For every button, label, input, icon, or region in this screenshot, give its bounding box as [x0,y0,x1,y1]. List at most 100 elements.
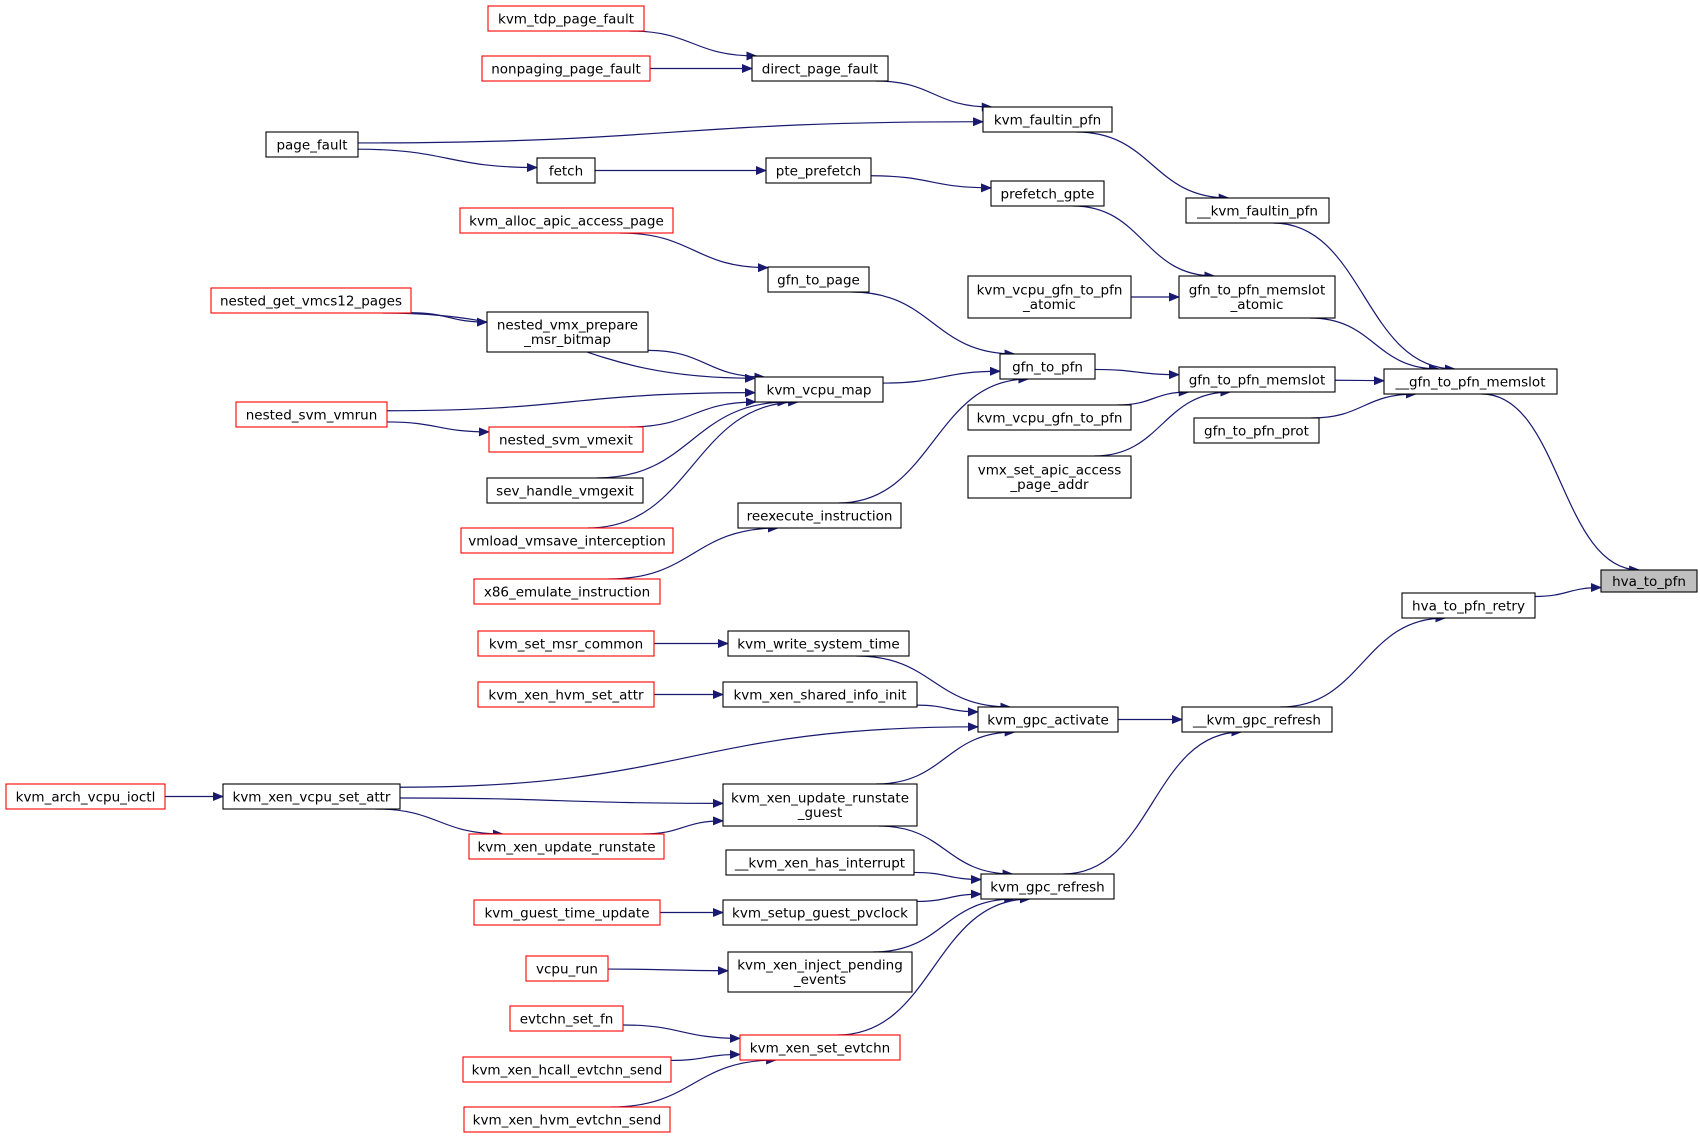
node-kvm_gpc_activate[interactable]: kvm_gpc_activate [977,706,1119,733]
node-box-kvm_xen_update_runstate[interactable] [468,833,665,860]
node-__kvm_gpc_refresh[interactable]: __kvm_gpc_refresh [1181,706,1333,733]
node-nested_vmx_prepare_msr_bitmap[interactable]: nested_vmx_prepare_msr_bitmap [486,311,649,353]
node-kvm_setup_guest_pvclock[interactable]: kvm_setup_guest_pvclock [722,899,918,926]
node-box-__kvm_xen_has_interrupt[interactable] [725,849,915,876]
node-kvm_xen_shared_info_init[interactable]: kvm_xen_shared_info_init [722,681,918,708]
node-box-nested_vmx_prepare_msr_bitmap[interactable] [486,311,649,353]
node-box-fetch[interactable] [536,157,596,184]
node-kvm_guest_time_update[interactable]: kvm_guest_time_update [473,899,661,926]
node-box-__kvm_gpc_refresh[interactable] [1181,706,1333,733]
node-kvm_arch_vcpu_ioctl[interactable]: kvm_arch_vcpu_ioctl [5,783,166,810]
node-kvm_tdp_page_fault[interactable]: kvm_tdp_page_fault [487,5,645,32]
node-kvm_write_system_time[interactable]: kvm_write_system_time [727,630,910,657]
node-box-kvm_write_system_time[interactable] [727,630,910,657]
node-box-x86_emulate_instruction[interactable] [473,578,661,605]
node-kvm_xen_hvm_evtchn_send[interactable]: kvm_xen_hvm_evtchn_send [463,1106,671,1133]
node-nested_svm_vmrun[interactable]: nested_svm_vmrun [235,401,388,428]
node-box-hva_to_pfn_retry[interactable] [1401,592,1536,619]
node-box-direct_page_fault[interactable] [751,55,889,82]
node-__gfn_to_pfn_memslot[interactable]: __gfn_to_pfn_memslot [1383,368,1558,395]
node-gfn_to_pfn_prot[interactable]: gfn_to_pfn_prot [1193,417,1320,444]
node-page_fault[interactable]: page_fault [265,131,359,158]
node-box-kvm_alloc_apic_access_page[interactable] [459,207,674,234]
node-box-evtchn_set_fn[interactable] [509,1005,624,1032]
node-box-kvm_xen_vcpu_set_attr[interactable] [222,783,401,810]
node-hva_to_pfn[interactable]: hva_to_pfn [1600,569,1698,593]
node-box-gfn_to_pfn_prot[interactable] [1193,417,1320,444]
node-box-kvm_gpc_refresh[interactable] [980,873,1115,900]
node-evtchn_set_fn[interactable]: evtchn_set_fn [509,1005,624,1032]
node-box-nested_svm_vmrun[interactable] [235,401,388,428]
node-box-kvm_faultin_pfn[interactable] [982,106,1113,133]
node-box-reexecute_instruction[interactable] [737,502,902,529]
node-reexecute_instruction[interactable]: reexecute_instruction [737,502,902,529]
node-box-nonpaging_page_fault[interactable] [481,55,651,82]
node-box-kvm_xen_update_runstate_guest[interactable] [722,783,918,827]
node-box-kvm_setup_guest_pvclock[interactable] [722,899,918,926]
node-kvm_xen_vcpu_set_attr[interactable]: kvm_xen_vcpu_set_attr [222,783,401,810]
node-box-kvm_xen_set_evtchn[interactable] [739,1034,901,1061]
node-box-kvm_xen_hcall_evtchn_send[interactable] [462,1056,672,1083]
node-hva_to_pfn_retry[interactable]: hva_to_pfn_retry [1401,592,1536,619]
node-gfn_to_pfn_memslot[interactable]: gfn_to_pfn_memslot [1178,366,1336,393]
node-box-kvm_tdp_page_fault[interactable] [487,5,645,32]
node-box-kvm_vcpu_gfn_to_pfn_atomic[interactable] [967,275,1132,319]
node-box-kvm_xen_hvm_evtchn_send[interactable] [463,1106,671,1133]
node-__kvm_faultin_pfn[interactable]: __kvm_faultin_pfn [1185,197,1330,224]
node-gfn_to_page[interactable]: gfn_to_page [767,266,870,293]
node-box-gfn_to_page[interactable] [767,266,870,293]
node-kvm_faultin_pfn[interactable]: kvm_faultin_pfn [982,106,1113,133]
node-kvm_vcpu_gfn_to_pfn[interactable]: kvm_vcpu_gfn_to_pfn [967,404,1132,431]
node-kvm_xen_hcall_evtchn_send[interactable]: kvm_xen_hcall_evtchn_send [462,1056,672,1083]
node-box-nested_get_vmcs12_pages[interactable] [210,287,412,314]
node-kvm_alloc_apic_access_page[interactable]: kvm_alloc_apic_access_page [459,207,674,234]
node-vmx_set_apic_access_page_addr[interactable]: vmx_set_apic_access_page_addr [967,455,1132,499]
node-gfn_to_pfn_memslot_atomic[interactable]: gfn_to_pfn_memslot_atomic [1178,275,1336,319]
node-box-kvm_xen_inject_pending_events[interactable] [727,951,913,993]
node-kvm_xen_update_runstate[interactable]: kvm_xen_update_runstate [468,833,665,860]
node-nested_get_vmcs12_pages[interactable]: nested_get_vmcs12_pages [210,287,412,314]
node-direct_page_fault[interactable]: direct_page_fault [751,55,889,82]
node-box-vcpu_run[interactable] [525,955,609,982]
node-x86_emulate_instruction[interactable]: x86_emulate_instruction [473,578,661,605]
node-box-kvm_set_msr_common[interactable] [477,630,655,657]
node-box-__kvm_faultin_pfn[interactable] [1185,197,1330,224]
node-box-kvm_xen_shared_info_init[interactable] [722,681,918,708]
node-box-prefetch_gpte[interactable] [990,180,1105,207]
node-box-nested_svm_vmexit[interactable] [488,426,644,453]
node-box-hva_to_pfn[interactable] [1600,569,1698,593]
node-pte_prefetch[interactable]: pte_prefetch [765,157,872,184]
node-prefetch_gpte[interactable]: prefetch_gpte [990,180,1105,207]
node-gfn_to_pfn[interactable]: gfn_to_pfn [999,353,1096,380]
node-box-gfn_to_pfn_memslot_atomic[interactable] [1178,275,1336,319]
node-kvm_xen_set_evtchn[interactable]: kvm_xen_set_evtchn [739,1034,901,1061]
node-sev_handle_vmgexit[interactable]: sev_handle_vmgexit [486,477,644,504]
node-kvm_xen_update_runstate_guest[interactable]: kvm_xen_update_runstate_guest [722,783,918,827]
node-box-gfn_to_pfn[interactable] [999,353,1096,380]
node-box-gfn_to_pfn_memslot[interactable] [1178,366,1336,393]
node-box-kvm_gpc_activate[interactable] [977,706,1119,733]
node-kvm_vcpu_gfn_to_pfn_atomic[interactable]: kvm_vcpu_gfn_to_pfn_atomic [967,275,1132,319]
node-box-vmx_set_apic_access_page_addr[interactable] [967,455,1132,499]
node-vcpu_run[interactable]: vcpu_run [525,955,609,982]
node-kvm_xen_hvm_set_attr[interactable]: kvm_xen_hvm_set_attr [477,681,655,708]
node-box-kvm_vcpu_map[interactable] [754,376,884,403]
node-box-vmload_vmsave_interception[interactable] [460,527,674,554]
node-kvm_set_msr_common[interactable]: kvm_set_msr_common [477,630,655,657]
node-nonpaging_page_fault[interactable]: nonpaging_page_fault [481,55,651,82]
node-box-sev_handle_vmgexit[interactable] [486,477,644,504]
node-box-kvm_vcpu_gfn_to_pfn[interactable] [967,404,1132,431]
node-__kvm_xen_has_interrupt[interactable]: __kvm_xen_has_interrupt [725,849,915,876]
node-nested_svm_vmexit[interactable]: nested_svm_vmexit [488,426,644,453]
node-box-pte_prefetch[interactable] [765,157,872,184]
node-box-__gfn_to_pfn_memslot[interactable] [1383,368,1558,395]
node-box-kvm_arch_vcpu_ioctl[interactable] [5,783,166,810]
node-box-page_fault[interactable] [265,131,359,158]
node-box-kvm_guest_time_update[interactable] [473,899,661,926]
node-kvm_vcpu_map[interactable]: kvm_vcpu_map [754,376,884,403]
node-kvm_xen_inject_pending_events[interactable]: kvm_xen_inject_pending_events [727,951,913,993]
node-vmload_vmsave_interception[interactable]: vmload_vmsave_interception [460,527,674,554]
node-fetch[interactable]: fetch [536,157,596,184]
node-kvm_gpc_refresh[interactable]: kvm_gpc_refresh [980,873,1115,900]
node-box-kvm_xen_hvm_set_attr[interactable] [477,681,655,708]
